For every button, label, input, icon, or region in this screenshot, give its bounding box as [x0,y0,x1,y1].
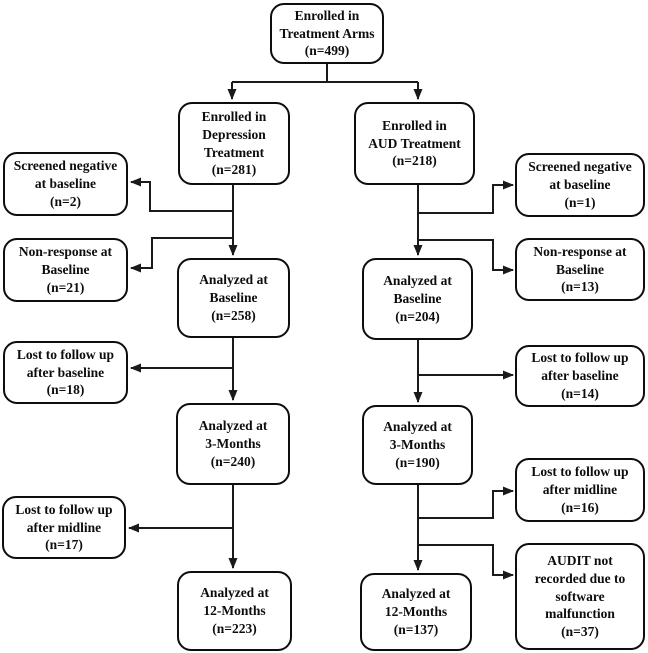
node-aud-lost-after-baseline: Lost to follow up after baseline (n=14) [515,345,645,407]
edge-total-split [232,64,418,83]
node-enrolled-treatment-arms: Enrolled in Treatment Arms (n=499) [270,3,384,64]
node-dep-analyzed-3-months: Analyzed at 3-Months (n=240) [176,403,290,485]
edge-dep-screened-negative [130,177,233,212]
node-aud-lost-after-midline: Lost to follow up after midline (n=16) [515,458,645,522]
node-dep-non-response: Non-response at Baseline (n=21) [3,238,128,302]
node-aud-screened-negative: Screened negative at baseline (n=1) [515,153,645,217]
node-enrolled-depression-treatment: Enrolled in Depression Treatment (n=281) [178,102,290,185]
edge-aud-lost-midline [418,486,514,519]
edge-aud-screened-negative [418,180,514,214]
edge-aud-audit-not-recorded [418,544,514,580]
node-aud-analyzed-baseline: Analyzed at Baseline (n=204) [362,258,473,340]
node-dep-lost-after-midline: Lost to follow up after midline (n=17) [2,496,126,559]
node-aud-audit-not-recorded: AUDIT not recorded due to software malfu… [515,543,645,650]
node-aud-analyzed-12-months: Analyzed at 12-Months (n=137) [360,573,472,651]
edge-aud-non-response [418,239,514,275]
node-dep-analyzed-baseline: Analyzed at Baseline (n=258) [177,258,290,338]
node-aud-non-response: Non-response at Baseline (n=13) [515,238,645,301]
edge-dep-non-response [130,237,233,273]
node-dep-analyzed-12-months: Analyzed at 12-Months (n=223) [177,571,292,651]
node-dep-lost-after-baseline: Lost to follow up after baseline (n=18) [3,341,128,404]
node-aud-analyzed-3-months: Analyzed at 3-Months (n=190) [362,405,473,485]
node-enrolled-aud-treatment: Enrolled in AUD Treatment (n=218) [354,102,475,185]
node-dep-screened-negative: Screened negative at baseline (n=2) [3,152,128,216]
